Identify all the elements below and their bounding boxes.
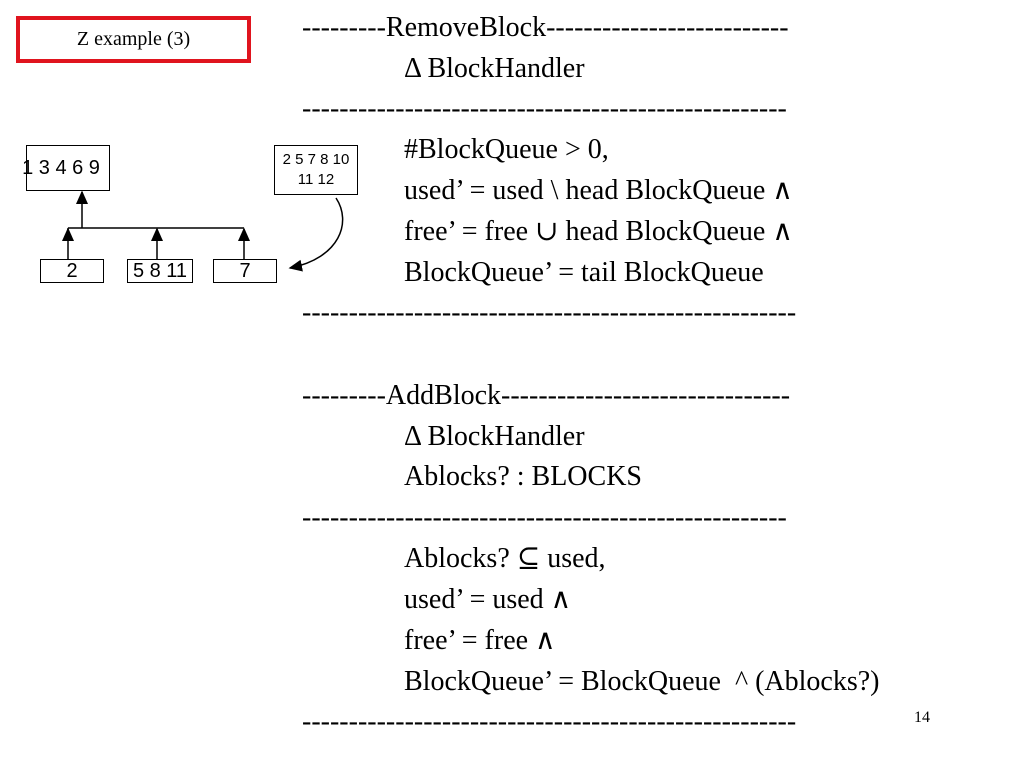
page-number: 14 [914, 709, 930, 726]
removeblock-separator: ----------------------------------------… [302, 93, 787, 124]
removeblock-declaration: Δ BlockHandler [404, 53, 585, 84]
removeblock-predicate-1: #BlockQueue > 0, [404, 134, 609, 165]
addblock-declaration-2: Ablocks? : BLOCKS [404, 461, 642, 492]
addblock-predicate-2: used’ = used ∧ [404, 584, 572, 615]
addblock-separator: ----------------------------------------… [302, 502, 787, 533]
child-node-1: 2 [40, 259, 104, 283]
addblock-predicate-3: free’ = free ∧ [404, 625, 556, 656]
queue-node: 2 5 7 8 10 11 12 [274, 145, 358, 195]
slide-title-box: Z example (3) [16, 16, 251, 63]
child-node-3: 7 [213, 259, 277, 283]
child-node-2: 5 8 11 [127, 259, 193, 283]
queue-to-node-arrow [288, 197, 344, 272]
addblock-header: ---------AddBlock-----------------------… [302, 380, 791, 411]
removeblock-predicate-2: used’ = used \ head BlockQueue ∧ [404, 175, 793, 206]
root-node: 1 3 4 6 9 [22, 145, 110, 191]
removeblock-predicate-3: free’ = free ∪ head BlockQueue ∧ [404, 216, 793, 247]
slide-title: Z example (3) [76, 28, 191, 50]
addblock-predicate-4: BlockQueue’ = BlockQueue ^ (Ablocks?) [404, 666, 880, 697]
addblock-declaration-1: Δ BlockHandler [404, 421, 585, 452]
removeblock-predicate-4: BlockQueue’ = tail BlockQueue [404, 257, 764, 288]
removeblock-footer: ----------------------------------------… [302, 297, 797, 328]
addblock-predicate-1: Ablocks? ⊆ used, [404, 543, 606, 574]
removeblock-header: ---------RemoveBlock--------------------… [302, 12, 789, 43]
addblock-footer: ----------------------------------------… [302, 706, 797, 737]
